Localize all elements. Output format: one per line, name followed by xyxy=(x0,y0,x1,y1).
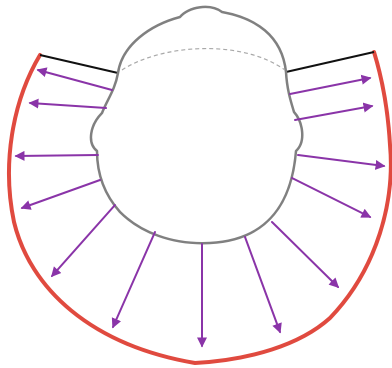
arrow-left-2 xyxy=(30,103,106,108)
head-outline xyxy=(91,7,302,243)
arrow-right-4 xyxy=(292,178,370,217)
arrow-right-6 xyxy=(245,237,280,332)
left-side-bar xyxy=(40,55,118,73)
arrow-right-3 xyxy=(298,155,384,166)
arrow-right-5 xyxy=(272,222,338,287)
arrow-left-1 xyxy=(38,70,112,90)
right-side-bar xyxy=(286,52,374,72)
arrow-left-5 xyxy=(52,205,115,276)
arrow-right-1 xyxy=(290,78,370,94)
arrow-right-2 xyxy=(295,106,372,120)
arrow-left-6 xyxy=(113,232,155,327)
arrow-left-4 xyxy=(22,180,100,208)
arrow-left-3 xyxy=(16,155,98,156)
